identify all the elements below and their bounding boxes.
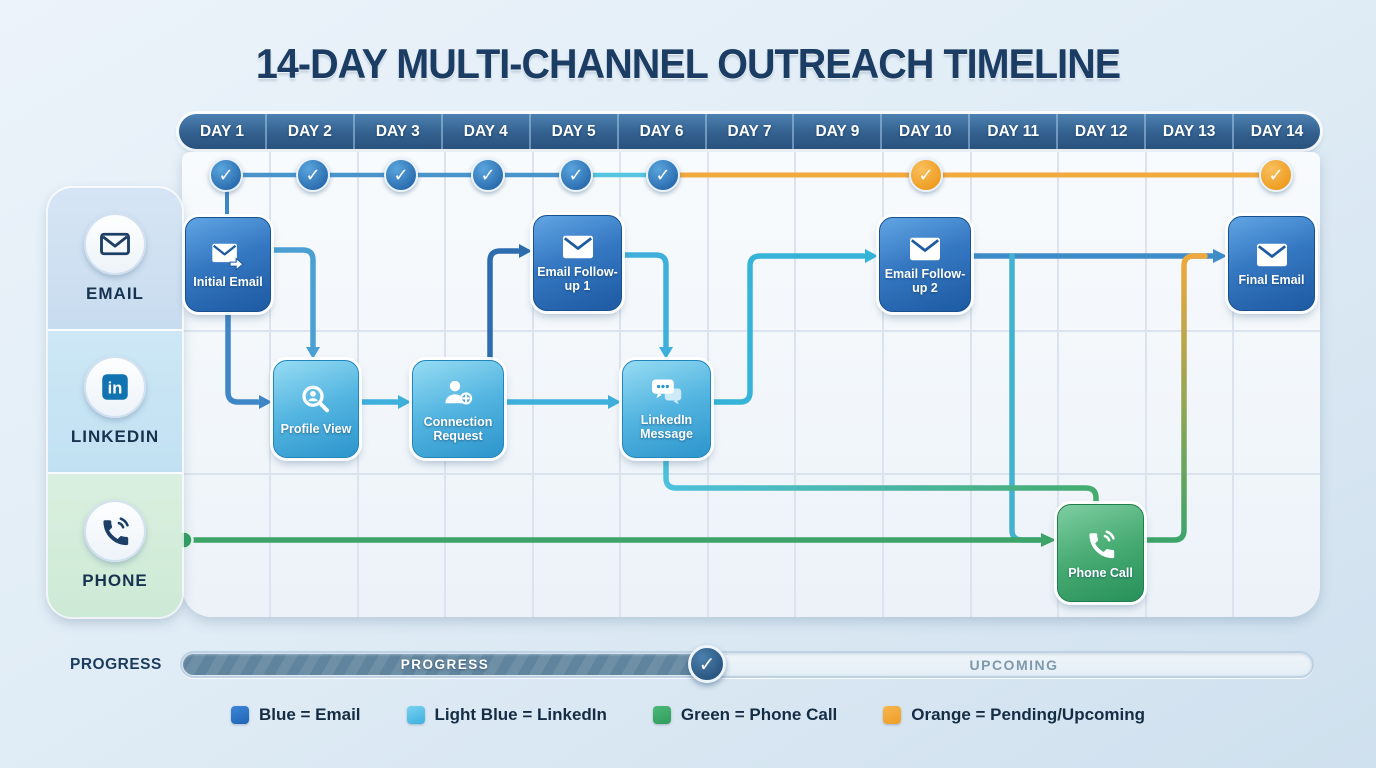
- node-profile-view: Profile View: [273, 360, 359, 458]
- check-icon-day-2: [296, 158, 330, 192]
- page-title: 14-DAY MULTI-CHANNEL OUTREACH TIMELINE: [255, 40, 1121, 87]
- check-icon-day-4: [471, 158, 505, 192]
- check-icon-day-14: [1259, 158, 1293, 192]
- legend-label: Green = Phone Call: [680, 705, 838, 724]
- node-email-follow-up-1: Email Follow-up 1: [533, 215, 622, 311]
- progress-bar: PROGRESS UPCOMING: [180, 651, 1314, 678]
- day-header: DAY 1 DAY 2 DAY 3 DAY 4 DAY 5 DAY 6 DAY …: [179, 114, 1320, 149]
- node-label: Email Follow-up 2: [884, 266, 966, 295]
- email-color-swatch: [230, 706, 249, 724]
- progress-upcoming-label: UPCOMING: [969, 656, 1059, 673]
- legend-item-email: Blue = Email: [230, 705, 361, 725]
- node-label: LinkedIn Message: [640, 413, 693, 441]
- node-label: Phone Call: [1068, 566, 1133, 580]
- day-header-cell: DAY 10: [882, 114, 971, 149]
- check-icon-day-5: [559, 158, 593, 192]
- node-final-email: Final Email: [1228, 216, 1315, 311]
- day-header-cell: DAY 1: [179, 114, 267, 149]
- channel-phone: PHONE: [48, 474, 182, 617]
- progress-bar-fill: PROGRESS: [183, 654, 707, 675]
- node-phone-call: Phone Call: [1057, 504, 1144, 602]
- day-header-cell: DAY 5: [531, 114, 619, 149]
- envelope-icon: [100, 232, 130, 256]
- day-header-cell: DAY 2: [267, 114, 355, 149]
- day-header-cell: DAY 6: [619, 114, 707, 149]
- node-label: Initial Email: [193, 274, 263, 289]
- linkedin-color-swatch: [406, 706, 425, 724]
- linkedin-icon: in: [102, 374, 128, 400]
- envelope-icon: [1256, 243, 1287, 266]
- day-header-cell: DAY 14: [1250, 122, 1304, 140]
- channel-sidebar: EMAIL in LINKEDIN PHONE: [48, 188, 182, 617]
- legend-label: Blue = Email: [258, 705, 361, 724]
- node-email-follow-up-2: Email Follow-up 2: [879, 217, 971, 312]
- day-header-cell: DAY 11: [970, 114, 1059, 149]
- legend: Blue = Email Light Blue = LinkedIn Green…: [0, 705, 1376, 725]
- day-header-cell: DAY 7: [707, 114, 795, 149]
- node-initial-email: Initial Email: [185, 217, 271, 312]
- channel-email: EMAIL: [48, 188, 182, 331]
- node-label: Final Email: [1238, 272, 1305, 287]
- envelope-icon: [562, 235, 593, 259]
- node-label: Email Follow-up 1: [537, 265, 618, 293]
- progress-check-icon: [688, 645, 726, 683]
- node-label: Connection Request: [423, 415, 493, 443]
- svg-text:in: in: [108, 379, 123, 397]
- check-icon-day-10: [909, 158, 943, 192]
- node-connection-request: Connection Request: [412, 360, 504, 458]
- channel-label: EMAIL: [86, 284, 144, 303]
- check-icon-day-1: [209, 158, 243, 192]
- node-label: Profile View: [280, 422, 352, 436]
- phone-color-swatch: [652, 706, 671, 724]
- legend-item-linkedin: Light Blue = LinkedIn: [406, 705, 607, 725]
- phone-icon: [1088, 530, 1115, 559]
- day-header-cell: DAY 9: [794, 114, 883, 149]
- check-icon-day-3: [384, 158, 418, 192]
- day-header-cell: DAY 3: [355, 114, 443, 149]
- person-plus-icon: [445, 380, 473, 405]
- day-header-cell: DAY 13: [1146, 114, 1235, 149]
- check-icon-day-6: [646, 158, 680, 192]
- phone-icon: [103, 517, 129, 546]
- envelope-icon: [910, 237, 940, 260]
- day-header-cell: DAY 4: [443, 114, 531, 149]
- day-header-cell: DAY 12: [1058, 114, 1147, 149]
- progress-section-label: PROGRESS: [70, 656, 162, 673]
- legend-label: Light Blue = LinkedIn: [434, 705, 607, 724]
- legend-item-pending: Orange = Pending/Upcoming: [883, 705, 1145, 725]
- envelope-forward-icon: [212, 243, 244, 271]
- channel-label: LINKEDIN: [70, 427, 160, 446]
- chat-bubbles-icon: [651, 379, 681, 405]
- legend-label: Orange = Pending/Upcoming: [911, 705, 1146, 724]
- legend-item-phone: Green = Phone Call: [652, 705, 838, 725]
- progress-fill-label: PROGRESS: [400, 657, 490, 672]
- channel-linkedin: in LINKEDIN: [48, 331, 182, 474]
- pending-color-swatch: [883, 706, 902, 724]
- node-linkedin-message: LinkedIn Message: [622, 360, 711, 458]
- magnifier-person-icon: [302, 385, 330, 413]
- channel-label: PHONE: [82, 571, 148, 590]
